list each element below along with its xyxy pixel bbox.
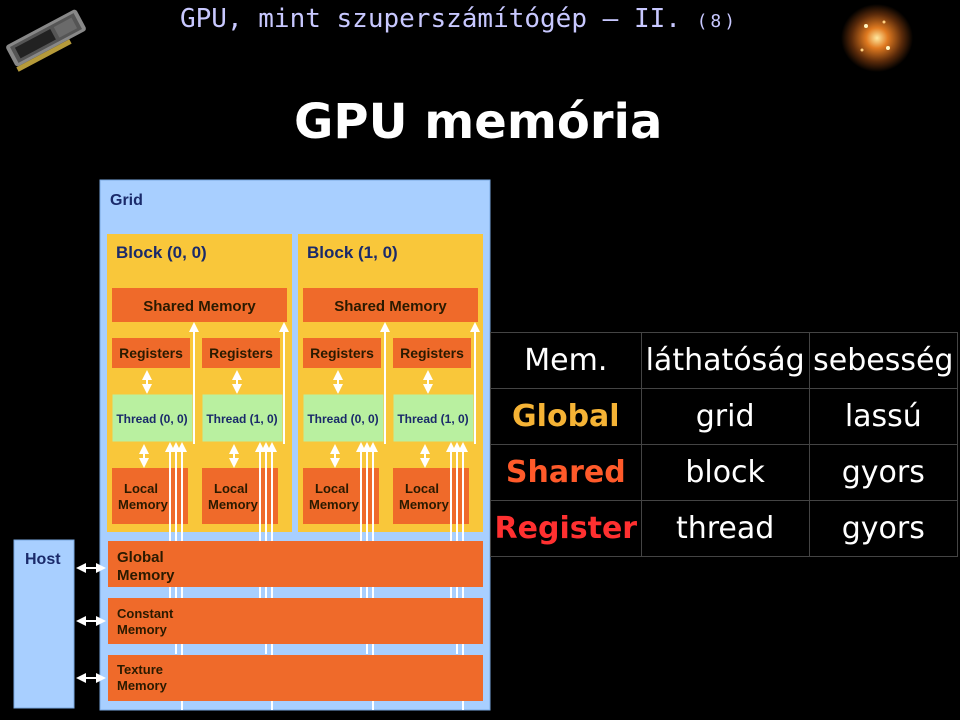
registers-box [202,338,280,368]
thread-label: Thread (0, 0) [307,412,378,426]
thread-box [302,393,385,443]
row-visibility: block [640,444,810,501]
slide-title: GPU memória [294,94,663,150]
local-memory-line: Local [405,481,439,496]
thread-box [392,393,475,443]
local-memory-line: Memory [309,497,360,512]
local-memory-line: Memory [208,497,259,512]
thread-box [111,393,194,443]
registers-box [112,338,190,368]
registers-label: Registers [119,345,183,361]
gpu-card-icon [6,9,86,72]
constant-memory-box [108,598,483,644]
table-row: Shared block gyors [490,444,959,501]
header-title-text: GPU, mint szuperszámítógép – II. [180,4,681,34]
registers-label: Registers [209,345,273,361]
shared-memory-label: Shared Memory [143,298,256,315]
col-header-mem: Mem. [490,332,642,389]
global-memory-box [108,541,483,587]
thread-label: Thread (1, 0) [206,412,277,426]
local-memory-line: Local [124,481,158,496]
galaxy-icon [841,4,913,72]
constant-memory-line1: Constant [117,606,174,621]
row-visibility: thread [640,500,810,557]
row-speed: lassú [808,388,959,445]
table-row: Global grid lassú [490,388,959,445]
constant-memory-line2: Memory [117,622,168,637]
local-memory-line: Memory [399,497,450,512]
col-header-visibility: láthatóság [640,332,810,389]
row-type: Global [490,388,642,445]
memory-table: Mem. láthatóság sebesség Global grid las… [490,332,959,557]
block-label: Block (1, 0) [307,243,398,262]
local-memory-line: Local [214,481,248,496]
shared-memory-box [112,288,287,322]
texture-memory-line2: Memory [117,678,168,693]
row-speed: gyors [808,500,959,557]
table-row: Register thread gyors [490,500,959,557]
registers-box [393,338,471,368]
registers-label: Registers [400,345,464,361]
col-header-speed: sebesség [808,332,959,389]
grid-label: Grid [110,192,143,209]
global-memory-line2: Memory [117,567,175,584]
thread-label: Thread (1, 0) [397,412,468,426]
texture-memory-box [108,655,483,701]
registers-box [303,338,381,368]
table-header-row: Mem. láthatóság sebesség [490,332,959,389]
host-label: Host [25,551,61,568]
block-label: Block (0, 0) [116,243,207,262]
blocks-layer: Block (0, 0) Shared MemoryRegistersThread… [107,234,483,710]
row-type: Register [490,500,642,557]
local-memory-line: Local [315,481,349,496]
shared-memory-label: Shared Memory [334,298,447,315]
local-memory-line: Memory [118,497,169,512]
texture-memory-line1: Texture [117,662,163,677]
thread-box [201,393,284,443]
memory-diagram-svg: Grid Block (0, 0) Shared MemoryRegistersT… [13,179,491,711]
global-memory-line1: Global [117,549,164,566]
thread-label: Thread (0, 0) [116,412,187,426]
page-number: (8) [696,11,739,32]
shared-memory-box [303,288,478,322]
row-type: Shared [490,444,642,501]
host-box [13,539,75,709]
host-arrows [76,563,106,683]
header-title: GPU, mint szuperszámítógép – II. (8) [180,4,738,34]
row-speed: gyors [808,444,959,501]
registers-label: Registers [310,345,374,361]
row-visibility: grid [640,388,810,445]
